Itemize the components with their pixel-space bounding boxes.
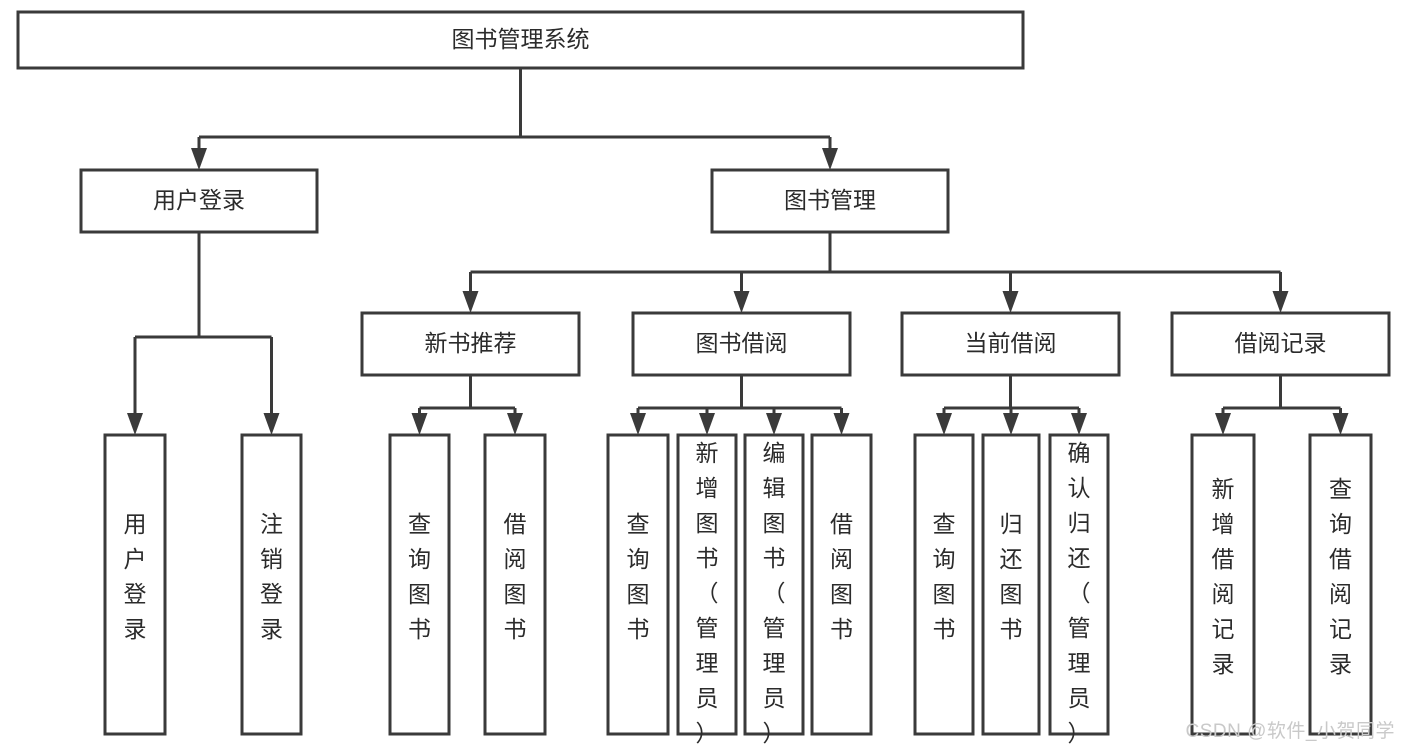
- arrow-head-icon: [1003, 413, 1019, 435]
- node-layer: 图书管理系统用户登录图书管理新书推荐图书借阅当前借阅借阅记录用户登录注销登录查询…: [16, 10, 1391, 746]
- arrow-head-icon: [507, 413, 523, 435]
- node-l3-2[interactable]: 当前借阅: [900, 311, 1121, 377]
- node-label: 查询图书: [933, 511, 956, 642]
- node-box: [743, 433, 805, 736]
- node-box: [631, 311, 852, 377]
- leaf-node-12[interactable]: 查询借阅记录: [1308, 433, 1373, 736]
- connector-layer: [127, 68, 1349, 435]
- node-box: [79, 168, 319, 234]
- node-label: 归还图书: [1000, 511, 1023, 642]
- node-label: 新增图书（管理员）: [696, 440, 719, 746]
- leaf-node-5[interactable]: 新增图书（管理员）: [676, 433, 738, 746]
- node-box: [240, 433, 303, 736]
- leaf-node-6[interactable]: 编辑图书（管理员）: [743, 433, 805, 746]
- node-box: [1190, 433, 1256, 736]
- leaf-node-9[interactable]: 归还图书: [981, 433, 1041, 736]
- node-label: 当前借阅: [965, 330, 1057, 356]
- node-box: [1170, 311, 1391, 377]
- node-box: [810, 433, 873, 736]
- arrow-head-icon: [191, 148, 207, 170]
- node-box: [900, 311, 1121, 377]
- node-l2-0[interactable]: 用户登录: [79, 168, 319, 234]
- node-box: [360, 311, 581, 377]
- arrow-head-icon: [1071, 413, 1087, 435]
- node-box: [103, 433, 167, 736]
- node-label: 图书管理: [784, 187, 876, 213]
- leaf-node-8[interactable]: 查询图书: [913, 433, 975, 736]
- leaf-node-4[interactable]: 查询图书: [606, 433, 670, 736]
- arrow-head-icon: [1002, 291, 1019, 313]
- node-label: 新书推荐: [425, 330, 517, 356]
- arrow-head-icon: [630, 413, 646, 435]
- node-label: 用户登录: [153, 187, 245, 213]
- node-label: 查询图书: [408, 511, 431, 642]
- node-box: [913, 433, 975, 736]
- node-l2-1[interactable]: 图书管理: [710, 168, 950, 234]
- arrow-head-icon: [411, 413, 428, 435]
- node-box: [388, 433, 451, 736]
- arrow-head-icon: [1272, 291, 1289, 313]
- node-label: 用户登录: [124, 511, 147, 642]
- node-label: 借阅图书: [504, 511, 527, 642]
- node-label: 确认归还（管理员）: [1068, 440, 1091, 746]
- arrow-head-icon: [833, 413, 850, 435]
- arrow-head-icon: [1332, 413, 1349, 435]
- arrow-head-icon: [127, 413, 143, 435]
- leaf-node-0[interactable]: 用户登录: [103, 433, 167, 736]
- leaf-node-11[interactable]: 新增借阅记录: [1190, 433, 1256, 736]
- node-label: 图书管理系统: [452, 26, 590, 52]
- node-label: 注销登录: [260, 511, 283, 642]
- arrow-head-icon: [766, 413, 782, 435]
- node-box: [981, 433, 1041, 736]
- leaf-node-10[interactable]: 确认归还（管理员）: [1048, 433, 1110, 746]
- node-label: 图书借阅: [696, 330, 788, 356]
- node-label: 借阅记录: [1235, 330, 1327, 356]
- node-l3-0[interactable]: 新书推荐: [360, 311, 581, 377]
- node-box: [16, 10, 1025, 70]
- arrow-head-icon: [936, 413, 952, 435]
- node-label: 查询图书: [627, 511, 650, 642]
- node-label: 借阅图书: [830, 511, 853, 642]
- leaf-node-3[interactable]: 借阅图书: [483, 433, 547, 736]
- arrow-head-icon: [263, 413, 280, 435]
- arrow-head-icon: [822, 148, 838, 170]
- node-box: [483, 433, 547, 736]
- node-label: 编辑图书（管理员）: [763, 440, 786, 746]
- leaf-node-7[interactable]: 借阅图书: [810, 433, 873, 736]
- node-box: [676, 433, 738, 736]
- node-box: [606, 433, 670, 736]
- leaf-node-1[interactable]: 注销登录: [240, 433, 303, 736]
- leaf-node-2[interactable]: 查询图书: [388, 433, 451, 736]
- arrow-head-icon: [733, 291, 750, 313]
- node-box: [710, 168, 950, 234]
- node-label: 新增借阅记录: [1212, 476, 1235, 677]
- node-l3-1[interactable]: 图书借阅: [631, 311, 852, 377]
- arrow-head-icon: [462, 291, 479, 313]
- node-box: [1308, 433, 1373, 736]
- node-root-0[interactable]: 图书管理系统: [16, 10, 1025, 70]
- arrow-head-icon: [699, 413, 715, 435]
- arrow-head-icon: [1215, 413, 1231, 435]
- node-label: 查询借阅记录: [1329, 476, 1352, 677]
- node-box: [1048, 433, 1110, 736]
- node-l3-3[interactable]: 借阅记录: [1170, 311, 1391, 377]
